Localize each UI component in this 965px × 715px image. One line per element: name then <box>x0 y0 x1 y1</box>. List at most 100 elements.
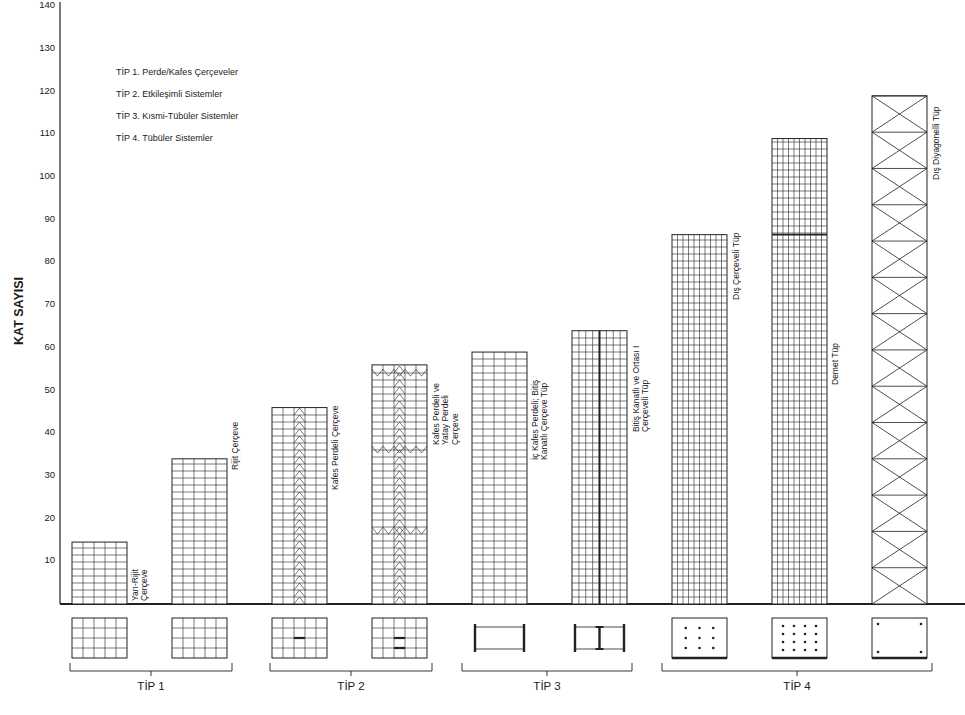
floor-line <box>772 499 827 500</box>
chevron-brace <box>294 513 300 520</box>
plan-grid <box>172 628 227 629</box>
floor-line <box>572 338 627 339</box>
tick-label: 40 <box>22 427 55 437</box>
floor-line <box>772 303 827 304</box>
floor-line <box>772 408 827 409</box>
chevron-brace <box>400 471 406 478</box>
floor-line <box>772 394 827 395</box>
tube-wall <box>772 657 827 659</box>
floor-line <box>472 366 527 367</box>
type-label: TİP 3 <box>507 680 587 693</box>
panel-line <box>872 277 927 278</box>
floor-line <box>772 240 827 241</box>
floor-line <box>172 555 227 556</box>
floor-line <box>772 338 827 339</box>
chevron-brace <box>394 429 400 436</box>
belt-truss <box>378 446 384 453</box>
building-elevation <box>72 542 127 604</box>
floor-line <box>772 457 827 458</box>
floor-line <box>672 450 727 451</box>
chevron-brace <box>300 443 306 450</box>
diagonal-brace <box>872 205 927 241</box>
group-bracket <box>270 663 432 676</box>
chevron-brace <box>400 450 406 457</box>
floor-line <box>772 359 827 360</box>
chevron-brace <box>394 499 400 506</box>
column-line <box>683 235 684 604</box>
floor-line <box>472 450 527 451</box>
column-line <box>578 331 579 604</box>
chevron-brace <box>394 436 400 443</box>
chevron-brace <box>394 548 400 555</box>
diagonal-brace <box>872 96 927 132</box>
floor-line <box>772 219 827 220</box>
floor-line <box>472 443 527 444</box>
belt-truss <box>383 369 389 376</box>
diagonal-brace <box>872 568 927 604</box>
tick-label: 110 <box>22 128 55 138</box>
column-dot <box>782 633 785 636</box>
floor-line <box>172 569 227 570</box>
column-line <box>94 542 95 604</box>
floor-line <box>572 408 627 409</box>
chevron-brace <box>394 492 400 499</box>
floor-line <box>772 142 827 143</box>
floor-line <box>672 436 727 437</box>
chevron-brace <box>294 590 300 597</box>
chevron-brace <box>294 527 300 534</box>
column-dot <box>698 627 701 630</box>
panel-line <box>872 95 927 96</box>
floor-line <box>772 429 827 430</box>
chevron-brace <box>400 548 406 555</box>
floor-line <box>672 464 727 465</box>
floor-line <box>672 247 727 248</box>
floor-line <box>772 443 827 444</box>
chevron-brace <box>294 471 300 478</box>
chevron-brace <box>294 408 300 415</box>
floor-line <box>772 485 827 486</box>
column-line <box>194 459 195 604</box>
chevron-brace <box>394 387 400 394</box>
chevron-brace <box>294 415 300 422</box>
diagonal-brace <box>872 241 927 277</box>
floor-line <box>672 527 727 528</box>
column-line <box>710 235 711 604</box>
chevron-brace <box>300 415 306 422</box>
floor-line <box>472 492 527 493</box>
floor-line <box>672 240 727 241</box>
floor-line <box>772 205 827 206</box>
panel-line <box>872 349 927 350</box>
building-elevation <box>872 96 927 604</box>
panel-line <box>872 132 927 133</box>
floor-line <box>772 345 827 346</box>
floor-line <box>572 478 627 479</box>
chevron-brace <box>294 499 300 506</box>
axis-title: KAT SAYISI <box>13 225 27 345</box>
floor-line <box>472 520 527 521</box>
floor-line <box>772 163 827 164</box>
belt-truss <box>389 446 395 453</box>
chevron-brace <box>300 527 306 534</box>
column-line <box>205 459 206 604</box>
floor-line <box>472 394 527 395</box>
column-dot <box>877 651 880 654</box>
floor-line <box>672 268 727 269</box>
floor-line <box>472 422 527 423</box>
floor-plan <box>872 618 927 658</box>
belt-truss <box>372 369 378 376</box>
chevron-brace <box>300 499 306 506</box>
floor-line <box>672 562 727 563</box>
chevron-brace <box>394 471 400 478</box>
chevron-brace <box>294 450 300 457</box>
building-elevation <box>572 331 627 604</box>
chevron-brace <box>294 562 300 569</box>
chevron-brace <box>394 373 400 380</box>
tick-label: 130 <box>22 43 55 53</box>
column-line <box>705 235 706 604</box>
floor-line <box>672 394 727 395</box>
floor-line <box>472 534 527 535</box>
floor-line <box>572 394 627 395</box>
chevron-brace <box>294 485 300 492</box>
floor-line <box>172 520 227 521</box>
chevron-brace <box>394 464 400 471</box>
